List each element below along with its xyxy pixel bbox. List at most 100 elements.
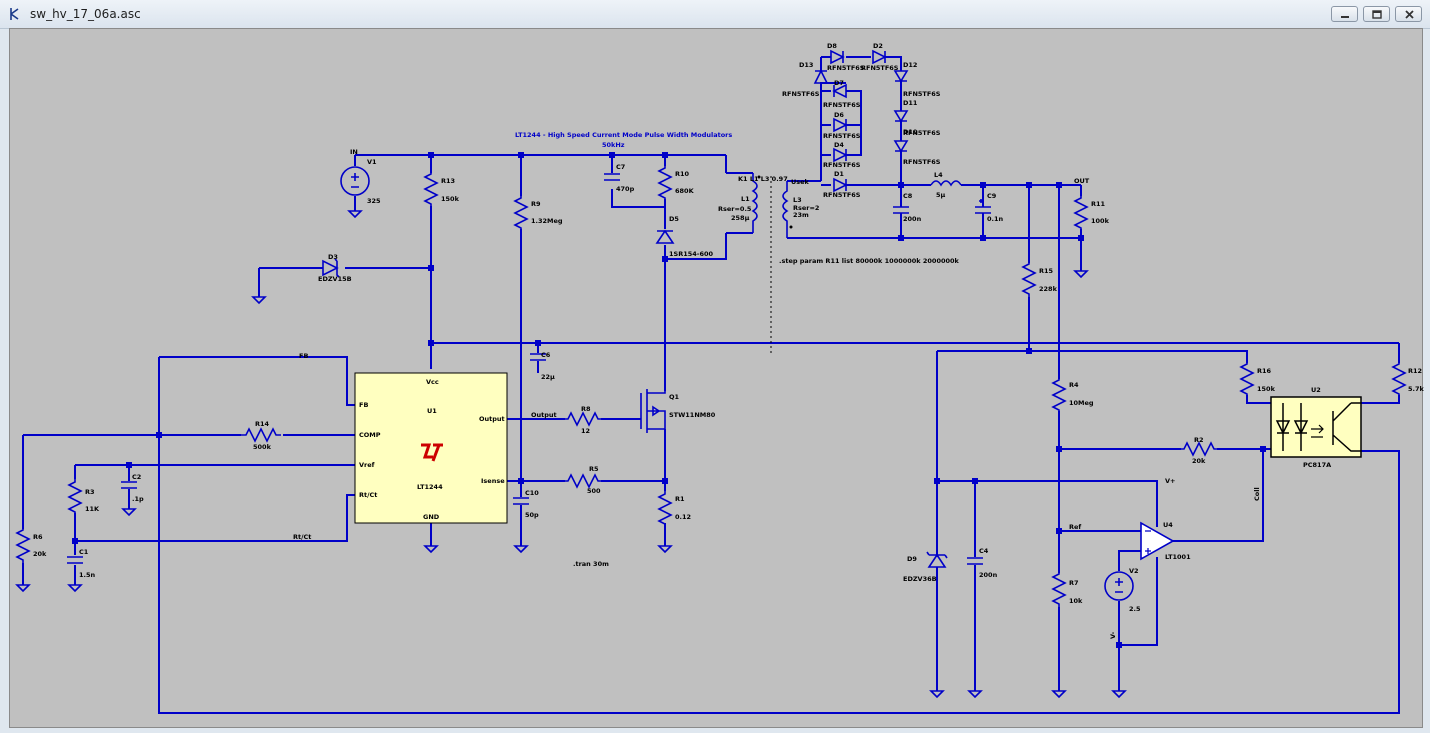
U4-LT1001[interactable] [1140,521,1175,561]
svg-text:500k: 500k [253,443,272,451]
svg-text:L3: L3 [793,196,802,204]
svg-text:LT1244 - High Speed Current Mo: LT1244 - High Speed Current Mode Pulse W… [515,131,732,139]
svg-text:FB: FB [299,352,308,360]
svg-text:100k: 100k [1091,217,1110,225]
svg-text:RFN5TF6S: RFN5TF6S [823,132,861,140]
svg-text:200n: 200n [979,571,998,579]
R4-resistor[interactable] [1052,374,1066,416]
svg-text:50p: 50p [525,511,539,519]
R15-resistor[interactable] [1022,258,1036,300]
schematic-canvas[interactable]: IN V1 325 R13 150k R9 1.32Meg C7 470p R1… [9,28,1424,728]
svg-text:50kHz: 50kHz [602,141,625,149]
svg-text:C1: C1 [79,548,89,556]
D9-zener[interactable] [926,551,948,568]
svg-text:D5: D5 [669,215,679,223]
V2-source[interactable] [1104,571,1134,601]
svg-text:D8: D8 [827,42,837,50]
svg-text:Ref: Ref [1069,523,1081,531]
svg-text:COMP: COMP [359,431,381,439]
svg-text:R7: R7 [1069,579,1079,587]
svg-text:R2: R2 [1194,436,1204,444]
svg-text:12: 12 [581,427,590,435]
svg-text:20k: 20k [1192,457,1206,465]
svg-text:Q1: Q1 [669,393,680,401]
svg-text:23m: 23m [793,211,809,219]
svg-text:R15: R15 [1039,267,1054,275]
wires [22,56,1400,714]
svg-text:D4: D4 [834,141,844,149]
svg-text:325: 325 [367,197,381,205]
junctions [72,152,1266,648]
svg-text:258µ: 258µ [731,214,750,222]
window-title: sw_hv_17_06a.asc [30,7,141,21]
svg-text:Rser=0.5: Rser=0.5 [718,205,752,213]
svg-text:Isense: Isense [481,477,505,485]
svg-text:RFN5TF6S: RFN5TF6S [827,64,865,72]
svg-text:PC817A: PC817A [1303,461,1331,469]
R2-resistor[interactable] [1178,442,1220,456]
V1-source[interactable] [340,166,370,218]
svg-text:5µ: 5µ [936,191,946,199]
capacitors [67,173,991,565]
svg-text:0.1n: 0.1n [987,215,1004,223]
svg-text:IN: IN [350,148,358,156]
transformer [751,173,793,356]
svg-text:RFN5TF6S: RFN5TF6S [903,158,941,166]
svg-text:680K: 680K [675,187,695,195]
R16-resistor[interactable] [1240,358,1254,400]
R12-resistor[interactable] [1392,358,1406,400]
R9-resistor[interactable] [514,192,528,234]
svg-text:10k: 10k [1069,597,1083,605]
svg-text:D12: D12 [903,61,917,69]
R10-resistor[interactable] [658,162,672,204]
D3-zener[interactable] [322,258,340,278]
svg-text:Rt/Ct: Rt/Ct [293,533,311,541]
R14-resistor[interactable] [240,428,282,442]
L4-inductor[interactable] [930,180,962,187]
svg-text:470p: 470p [616,185,635,193]
svg-text:V2: V2 [1129,567,1139,575]
svg-text:2.5: 2.5 [1129,605,1141,613]
U2-PC817A[interactable] [1270,396,1362,458]
svg-text:150k: 150k [1257,385,1276,393]
R11-resistor[interactable] [1074,192,1088,234]
title-bar: sw_hv_17_06a.asc [0,0,1430,29]
svg-text:C9: C9 [987,192,997,200]
svg-text:FB: FB [359,401,368,409]
svg-text:K1 L1 L3 0.97: K1 L1 L3 0.97 [738,175,788,183]
R6-resistor[interactable] [16,524,30,566]
svg-text:EDZV36B: EDZV36B [903,575,937,583]
restore-button[interactable] [1363,6,1390,22]
svg-text:11K: 11K [85,505,100,513]
C4-capacitor [967,557,983,565]
svg-text:D9: D9 [907,555,917,563]
R7-resistor[interactable] [1052,568,1066,610]
D5-diode[interactable] [655,229,675,244]
svg-text:R14: R14 [255,420,270,428]
minimize-button[interactable] [1331,6,1358,22]
C10-capacitor [513,497,529,505]
svg-text:Coll: Coll [1253,487,1261,501]
svg-text:C8: C8 [903,192,913,200]
svg-text:150k: 150k [441,195,460,203]
svg-text:RFN5TF6S: RFN5TF6S [823,191,861,199]
C2-capacitor [121,481,137,489]
Q1-mosfet[interactable] [640,387,666,433]
R8-resistor[interactable] [562,412,604,426]
svg-text:C4: C4 [979,547,989,555]
U1-LT1244[interactable] [354,372,508,524]
svg-text:Usek: Usek [791,178,810,186]
schematic-icon [10,8,19,20]
minimize-icon [1341,16,1349,18]
R3-resistor[interactable] [68,476,82,518]
R5-resistor[interactable] [562,474,604,488]
R13-resistor[interactable] [424,168,438,210]
svg-text:C7: C7 [616,163,625,171]
svg-text:U1: U1 [427,407,437,415]
close-button[interactable] [1395,6,1422,22]
svg-text:R3: R3 [85,488,95,496]
svg-text:C2: C2 [132,473,141,481]
svg-text:RFN5TF6S: RFN5TF6S [903,90,941,98]
svg-text:V-: V- [1109,631,1117,639]
svg-text:R1: R1 [675,495,685,503]
